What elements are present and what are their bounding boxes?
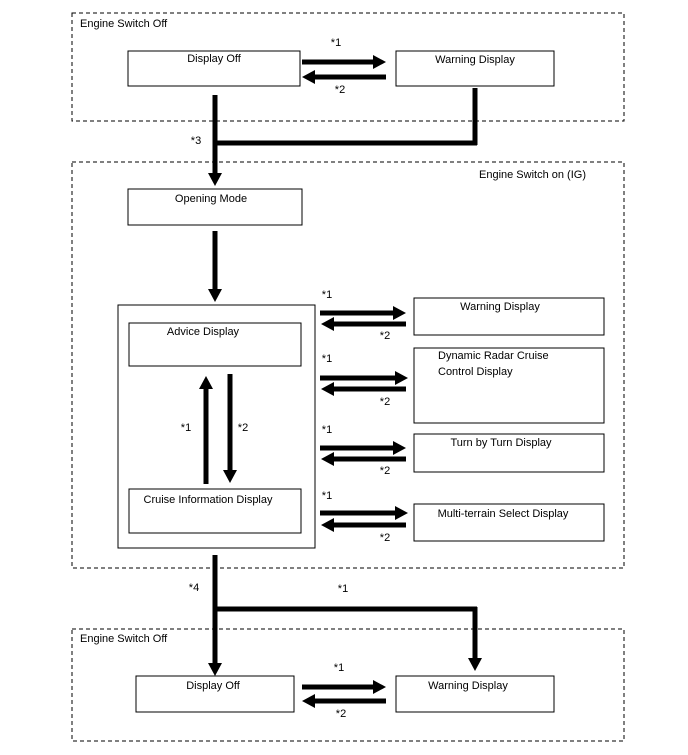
group-title-bottom: Engine Switch Off [80,633,168,645]
arrow-up-inner [199,376,213,484]
group-title-middle: Engine Switch on (IG) [479,169,586,181]
arrow-right-bottom [302,680,386,694]
note-fwd-warning: *1 [322,289,332,301]
arrow-right-warning [320,306,406,320]
arrow-down-inner [223,374,237,483]
advice-display-box [128,322,302,367]
display-off-box-top [127,50,301,87]
arrow-left-warning [321,317,406,331]
warning-display-label-middle: Warning Display [460,301,540,313]
warning-display-box-bottom [395,675,555,713]
arrow-left-radar [321,382,406,396]
opening-mode-box [127,188,303,226]
arrow-right-top [302,55,386,69]
radar-cruise-label-line2: Control Display [438,366,513,378]
arrow-right-terrain [320,506,408,520]
display-off-label-bottom: Display Off [186,680,241,692]
note-back-terrain: *2 [380,532,390,544]
note-fwd-radar: *1 [322,353,332,365]
arrow-left-terrain [321,518,406,532]
note-back-top: *2 [335,84,345,96]
note-fwd-bottom: *1 [334,662,344,674]
opening-mode-label: Opening Mode [175,193,247,205]
warning-display-box-middle [413,297,605,336]
note-fwd-turn: *1 [322,424,332,436]
warning-display-label-bottom: Warning Display [428,680,508,692]
display-off-label-top: Display Off [187,53,242,65]
note-back-warning: *2 [380,330,390,342]
transition-arrow-4 [208,555,482,676]
note-back-radar: *2 [380,396,390,408]
arrow-right-turn [320,441,406,455]
warning-display-box-top [395,50,555,87]
group-engine-switch-on [71,161,625,569]
radar-cruise-box [413,347,605,424]
note-up-inner: *1 [181,422,191,434]
note-transition-1: *1 [338,583,348,595]
turn-by-turn-box [413,433,605,473]
cruise-info-label: Cruise Information Display [144,494,273,506]
multi-terrain-box [413,503,605,542]
arrow-right-radar [320,371,408,385]
group-title-top: Engine Switch Off [80,18,168,30]
display-off-box-bottom [135,675,295,713]
radar-cruise-label-line1: Dynamic Radar Cruise [438,350,549,362]
arrow-down-opening [208,231,222,302]
note-back-turn: *2 [380,465,390,477]
turn-by-turn-label: Turn by Turn Display [450,437,552,449]
warning-display-label-top: Warning Display [435,54,515,66]
note-fwd-terrain: *1 [322,490,332,502]
note-down-inner: *2 [238,422,248,434]
multi-terrain-label: Multi-terrain Select Display [438,508,569,520]
group-engine-switch-off-top [71,12,625,122]
note-transition-4: *4 [189,582,199,594]
note-back-bottom: *2 [336,708,346,720]
note-fwd-top: *1 [331,37,341,49]
arrow-left-turn [321,452,406,466]
cruise-info-box [128,488,302,534]
arrow-left-top [302,70,386,84]
group-engine-switch-off-bottom [71,628,625,742]
advice-display-label: Advice Display [167,326,240,338]
arrow-left-bottom [302,694,386,708]
note-transition-3: *3 [191,135,201,147]
transition-arrow-3 [208,88,478,186]
